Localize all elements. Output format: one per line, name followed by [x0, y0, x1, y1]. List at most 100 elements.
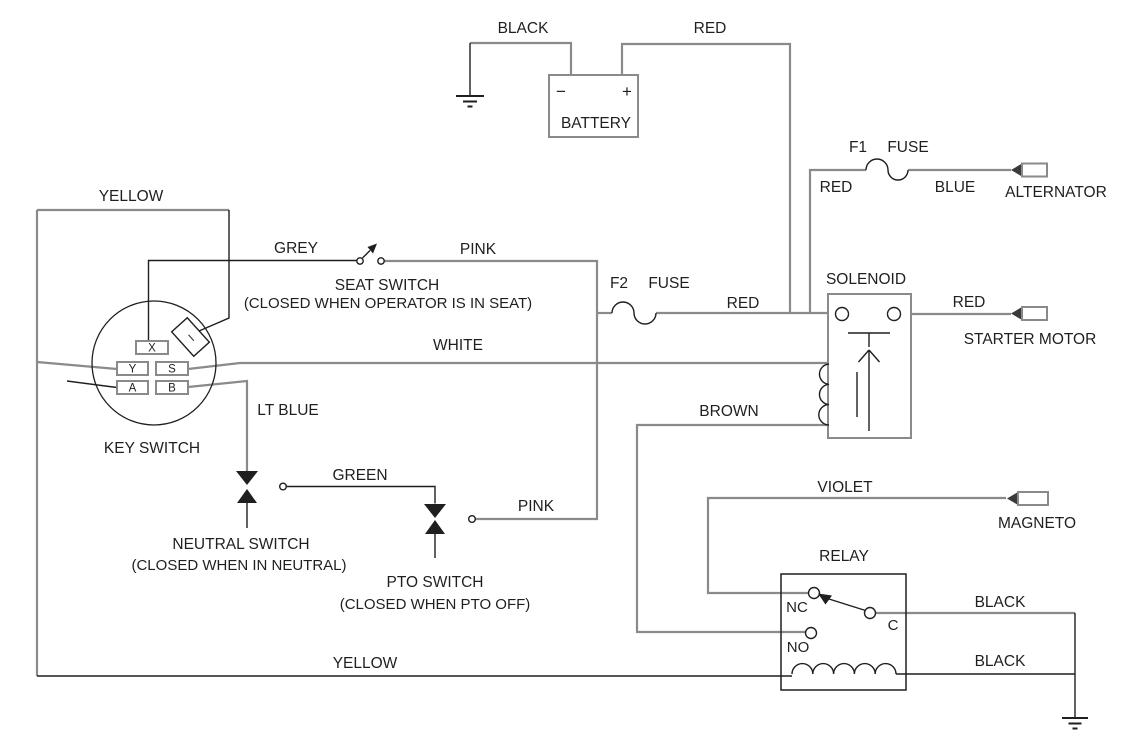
relay-terminal-c — [863, 606, 877, 620]
terminal-i-box — [170, 316, 211, 358]
wire-green-run — [286, 485, 436, 504]
alternator-device-label: ALTERNATOR — [1005, 184, 1107, 201]
wire-grey-run-keyswitch-x — [147, 259, 357, 341]
starter-red-out-label: RED — [953, 294, 986, 311]
battery-negative-wire-label: BLACK — [498, 20, 549, 37]
starter-connector — [1011, 306, 1048, 321]
connector-tip-icon — [1011, 163, 1022, 177]
wire-runs-black — [37, 43, 1088, 730]
starter-circuit: F2 FUSE RED SOLENOID RED STARTER MOTOR — [610, 271, 1097, 439]
connector-body — [1017, 491, 1049, 506]
alternator-connector — [1011, 162, 1048, 178]
wire-a-terminal-stub — [66, 380, 118, 389]
solenoid-label: SOLENOID — [826, 271, 906, 288]
wire-runs-grey — [35, 41, 1075, 676]
terminal-b-label: B — [168, 383, 176, 395]
wire-yellow-branch-y-terminal — [36, 360, 118, 371]
white-wire-label: WHITE — [433, 337, 483, 354]
relay: RELAY NC C NO BLACK BLACK — [780, 548, 1026, 691]
relay-blade — [828, 598, 866, 612]
pto-pink-wire-label: PINK — [518, 498, 555, 515]
seat-switch-contact-right — [377, 257, 385, 265]
magneto-connector — [1007, 491, 1049, 506]
relay-c-black-wire-label: BLACK — [975, 594, 1026, 611]
ground-symbol-battery — [456, 95, 484, 108]
neutral-plunger-icon — [237, 489, 257, 503]
pto-switch-label: PTO SWITCH — [386, 574, 483, 591]
magneto-device-label: MAGNETO — [998, 515, 1076, 532]
key-switch: X Y S A B I KEY SWITCH — [91, 300, 217, 457]
fuse-f2-symbol — [611, 301, 657, 325]
seat-switch-blade-arrow-icon — [367, 243, 377, 254]
seat-grey-wire-label: GREY — [274, 240, 318, 257]
relay-coil-black-wire-label: BLACK — [975, 653, 1026, 670]
pto-switch: PINK PTO SWITCH (CLOSED WHEN PTO OFF) — [340, 498, 555, 613]
neutral-switch-caption: (CLOSED WHEN IN NEUTRAL) — [131, 557, 346, 574]
alternator-circuit: F1 FUSE RED BLUE ALTERNATOR — [820, 139, 1107, 201]
connector-body — [1021, 162, 1048, 178]
fuse-f1-id-label: F1 — [849, 139, 867, 156]
yellow-bottom-wire-label: YELLOW — [333, 655, 398, 672]
wire-violet-run — [706, 496, 1006, 595]
wire-white-run — [187, 361, 829, 371]
wire-battery-positive-red — [620, 42, 792, 313]
wire-relay-coil-ground-black — [896, 613, 1076, 718]
terminal-s-box — [155, 361, 189, 376]
battery-minus-sign: − — [556, 82, 566, 101]
seat-pink-wire-label: PINK — [460, 241, 497, 258]
neutral-contact-top-icon — [236, 471, 258, 485]
seat-switch-contact-left — [356, 257, 364, 265]
solenoid-red-in-label: RED — [727, 295, 760, 312]
battery-label: BATTERY — [561, 115, 631, 132]
terminal-i-label: I — [187, 333, 197, 344]
terminal-i-group: I — [170, 316, 211, 358]
terminal-x-box — [135, 340, 169, 355]
seat-switch-blade — [362, 250, 371, 259]
terminal-a-label: A — [129, 383, 137, 395]
relay-box — [780, 573, 907, 691]
fuse-f1-symbol — [865, 158, 909, 181]
relay-c-label: C — [888, 617, 899, 634]
terminal-b-box — [155, 380, 189, 395]
battery: − + BATTERY BLACK RED — [498, 20, 726, 138]
solenoid — [818, 293, 912, 439]
fuse-f2-id-label: F2 — [610, 275, 628, 292]
solenoid-plunger-arrow-icon — [856, 349, 881, 431]
alternator-red-label: RED — [820, 179, 853, 196]
relay-nc-label: NC — [786, 599, 808, 616]
yellow-top-wire-label: YELLOW — [99, 188, 164, 205]
fuse-f1-label: FUSE — [887, 139, 928, 156]
terminal-y-box — [116, 361, 149, 376]
magneto-circuit: VIOLET MAGNETO — [817, 479, 1076, 532]
pto-switch-caption: (CLOSED WHEN PTO OFF) — [340, 596, 531, 613]
pto-plunger-icon — [425, 520, 445, 534]
brown-wire-label: BROWN — [699, 403, 758, 420]
alternator-blue-label: BLUE — [935, 179, 976, 196]
connector-body — [1021, 306, 1048, 321]
seat-switch-caption: (CLOSED WHEN OPERATOR IS IN SEAT) — [244, 295, 532, 312]
solenoid-contact-bar-icon — [848, 332, 890, 347]
terminal-x-label: X — [148, 343, 156, 355]
connector-tip-icon — [1007, 492, 1018, 505]
relay-no-label: NO — [787, 639, 810, 656]
relay-terminal-no — [804, 626, 818, 640]
pto-switch-contact — [468, 515, 477, 524]
wire-battery-negative-black — [470, 41, 573, 75]
neutral-switch-label: NEUTRAL SWITCH — [172, 536, 309, 553]
ground-symbol-relay — [1062, 717, 1088, 730]
key-switch-label: KEY SWITCH — [104, 440, 200, 457]
solenoid-coil-icon — [818, 363, 830, 426]
seat-switch-label: SEAT SWITCH — [335, 277, 440, 294]
wire-labels: YELLOW YELLOW WHITE BROWN — [99, 188, 759, 672]
neutral-switch: LT BLUE GREEN NEUTRAL SWITCH (CLOSED WHE… — [131, 402, 387, 574]
connector-tip-icon — [1011, 307, 1022, 320]
solenoid-terminal-left — [834, 306, 850, 322]
battery-plus-sign: + — [622, 82, 632, 101]
violet-wire-label: VIOLET — [817, 479, 873, 496]
green-wire-label: GREEN — [332, 467, 387, 484]
starter-device-label: STARTER MOTOR — [964, 331, 1097, 348]
terminal-a-box — [116, 380, 149, 395]
relay-blade-arrow-icon — [818, 593, 832, 605]
wire-lt-blue-run — [187, 379, 249, 471]
